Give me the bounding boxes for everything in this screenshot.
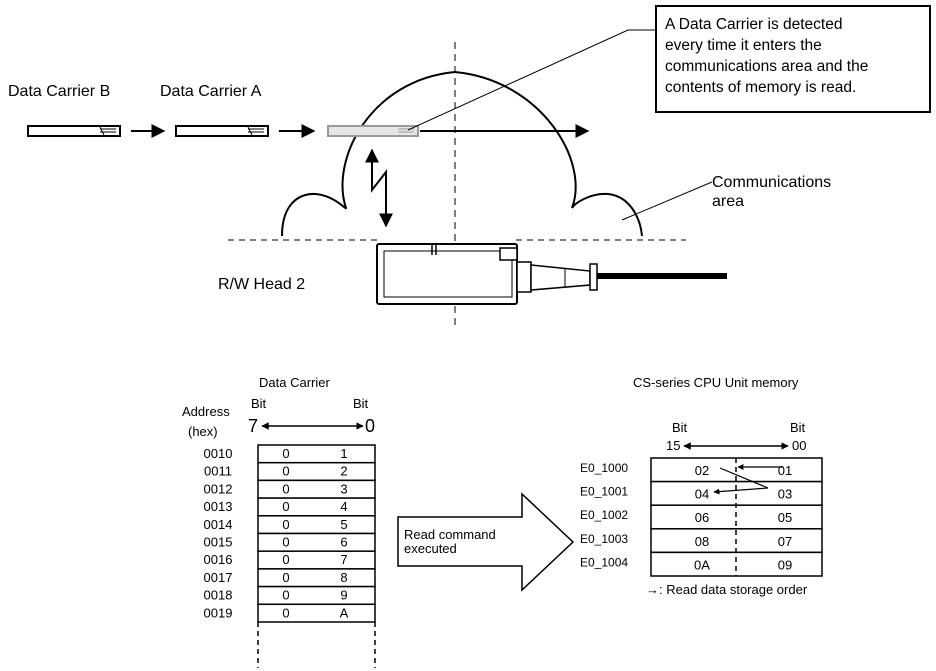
storage-order-footnote: →: Read data storage order: [646, 582, 808, 597]
cpu-row-right-value: 05: [778, 510, 792, 525]
carrier-row-low-value: 9: [340, 588, 347, 603]
storage-order-zigzag-2: [713, 487, 769, 495]
carrier-row-low-value: 2: [340, 464, 347, 479]
read-command-line-2: executed: [404, 541, 457, 556]
cpu-row-address: E0_1000: [580, 461, 628, 475]
cpu-bit-right-number: 00: [792, 438, 806, 453]
cpu-row-right-value: 03: [778, 487, 792, 502]
rw-head-label: R/W Head 2: [218, 276, 305, 293]
carrier-row-high-value: 0: [282, 481, 289, 496]
cpu-row-left-value: 06: [695, 510, 709, 525]
carrier-row-address: 0014: [204, 517, 233, 532]
carrier-row-low-value: 8: [340, 570, 347, 585]
carrier-row-address: 0011: [204, 464, 232, 479]
cpu-row-address: E0_1001: [580, 485, 628, 499]
carrier-row-low-value: A: [340, 605, 349, 620]
callout-line-4: contents of memory is read.: [665, 79, 856, 96]
carrier-row-cell: [257, 515, 376, 535]
carrier-row-high-value: 0: [282, 570, 289, 585]
callout-line-1: A Data Carrier is detected: [665, 16, 842, 33]
read-command-arrow: [397, 492, 575, 592]
cpu-bit-right-label: Bit: [790, 420, 806, 435]
cpu-memory-title: CS-series CPU Unit memory: [633, 375, 799, 390]
carrier-row-address: 0019: [204, 605, 233, 620]
callout-box: [655, 5, 931, 113]
data-carrier-a-icon: [175, 125, 269, 137]
bit-right-label: Bit: [353, 396, 369, 411]
comm-area-label-2: area: [712, 193, 744, 210]
carrier-row-address: 0017: [204, 570, 233, 585]
carrier-row-address: 0010: [204, 446, 233, 461]
bit-left-label: Bit: [251, 396, 267, 411]
cpu-row-left-value: 02: [695, 463, 709, 478]
read-command-line-1: Read command: [404, 527, 496, 542]
cpu-row-left-value: 04: [695, 487, 709, 502]
carrier-row-cell: [257, 550, 376, 570]
carrier-row-low-value: 4: [340, 499, 347, 514]
carrier-row-cell: [257, 585, 376, 606]
carrier-row-low-value: 3: [340, 481, 347, 496]
carrier-row-address: 0012: [204, 481, 233, 496]
storage-order-zigzag-1: [719, 467, 769, 489]
data-carrier-in-area-icon: [327, 125, 419, 137]
carrier-row-high-value: 0: [282, 499, 289, 514]
carrier-row-cell: [257, 444, 376, 464]
cpu-row-left-value: 0A: [694, 557, 710, 572]
carrier-row-cell: [257, 603, 376, 623]
carrier-row-address: 0016: [204, 552, 233, 567]
comm-area-label-1: Communications: [712, 174, 831, 191]
carrier-row-cell: [257, 479, 376, 499]
carrier-row-cell: [257, 532, 376, 552]
data-carrier-b-icon: [27, 125, 121, 137]
cpu-row-right-value: 09: [778, 557, 792, 572]
carrier-memory-table: 0010 0 1 0011 0 2 0012 0 3 0013 0 4 0014 0 5 0015 0 6 0016…: [204, 444, 376, 668]
cpu-row-right-value: 01: [778, 463, 792, 478]
callout-leader-line: [407, 29, 656, 131]
cpu-row-right-value: 07: [778, 534, 792, 549]
cpu-bit-left-number: 15: [666, 438, 680, 453]
carrier-row-cell: [257, 497, 376, 517]
comm-area-leader-line: [621, 181, 713, 221]
carrier-row-cell: [257, 461, 376, 482]
bit-right-number: 0: [365, 416, 375, 436]
cpu-row-cell: [650, 551, 823, 577]
carrier-row-low-value: 7: [340, 552, 347, 567]
carrier-row-low-value: 5: [340, 517, 347, 532]
carrier-row-low-value: 1: [340, 446, 347, 461]
address-header-1: Address: [182, 404, 230, 419]
address-header-2: (hex): [188, 424, 218, 439]
carrier-row-high-value: 0: [282, 588, 289, 603]
carrier-row-low-value: 6: [340, 535, 347, 550]
carrier-b-label: Data Carrier B: [8, 83, 110, 100]
carrier-row-address: 0015: [204, 535, 233, 550]
cpu-row-address: E0_1004: [580, 555, 628, 569]
carrier-row-high-value: 0: [282, 552, 289, 567]
communications-area-outline: [281, 70, 643, 237]
cpu-row-address: E0_1002: [580, 508, 628, 522]
callout-line-3: communications area and the: [665, 58, 868, 75]
carrier-row-high-value: 0: [282, 517, 289, 532]
carrier-row-high-value: 0: [282, 535, 289, 550]
carrier-row-address: 0013: [204, 499, 233, 514]
carrier-row-high-value: 0: [282, 446, 289, 461]
communication-bolt-icon: [365, 148, 393, 228]
bit-left-number: 7: [248, 416, 258, 436]
cpu-row-left-value: 08: [695, 534, 709, 549]
callout-line-2: every time it enters the: [665, 37, 822, 54]
cpu-bit-left-label: Bit: [672, 420, 688, 435]
carrier-row-high-value: 0: [282, 464, 289, 479]
cpu-row-address: E0_1003: [580, 532, 628, 546]
rw-head-icon: [376, 243, 727, 305]
carrier-a-label: Data Carrier A: [160, 83, 262, 100]
carrier-row-address: 0018: [204, 588, 233, 603]
carrier-row-cell: [257, 568, 376, 588]
carrier-memory-title: Data Carrier: [259, 375, 330, 390]
carrier-row-high-value: 0: [282, 605, 289, 620]
